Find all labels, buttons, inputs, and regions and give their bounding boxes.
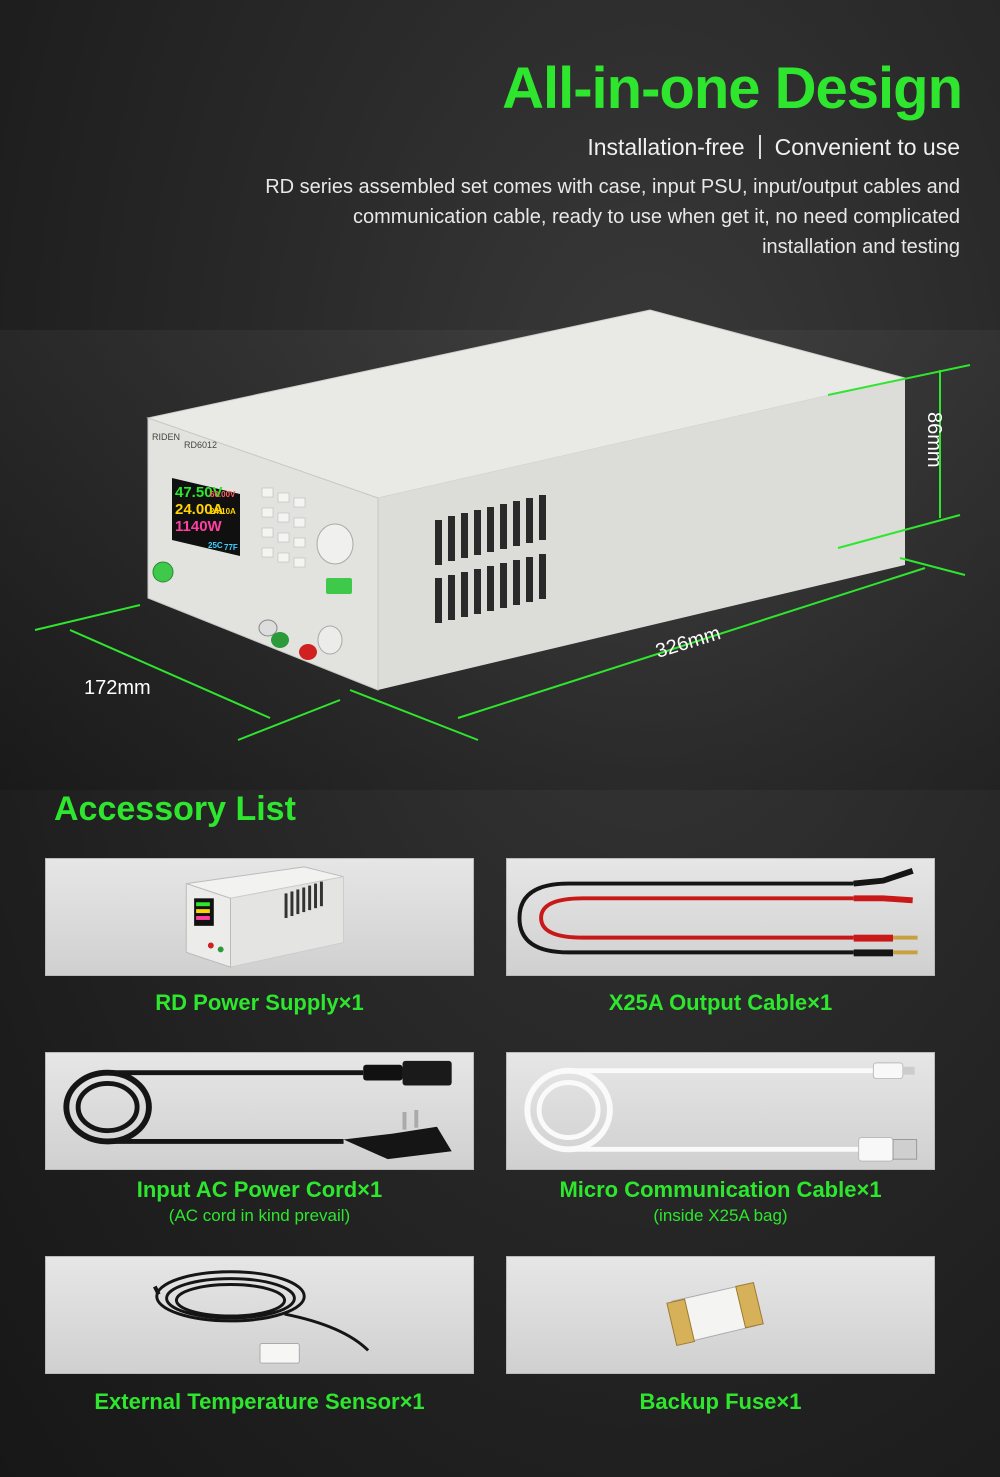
rotary-knob (316, 523, 354, 565)
dimension-lines (34, 364, 971, 741)
power-supply-image (185, 866, 345, 968)
accessory-label-6: Backup Fuse×1 (639, 1389, 802, 1414)
vent-slots (435, 495, 546, 623)
temp-sensor-image (153, 1270, 370, 1364)
lcd-screen (172, 478, 240, 556)
screen-current: 24.00A (175, 501, 224, 518)
accessory-label-5: External Temperature Sensor×1 (94, 1389, 425, 1414)
accessory-label-2: X25A Output Cable×1 (608, 990, 833, 1015)
model-label: RD6012 (184, 440, 217, 450)
dim-height-label: 86mm (923, 412, 945, 468)
output-cable-image (517, 867, 918, 957)
screen-temp-f: 77F (224, 543, 238, 552)
micro-cable-image (524, 1062, 918, 1162)
ac-cord-image (63, 1060, 452, 1160)
accessory-label-4: Micro Communication Cable×1 (559, 1177, 882, 1202)
dim-width-label: 172mm (84, 677, 151, 699)
hero-subtitle: Installation-free Convenient to use (587, 134, 960, 161)
product-illustration: 47.50V 24.00A 1140W 60.00V 24.10A 25C 77… (34, 309, 971, 741)
accessory-list-title: Accessory List (54, 790, 296, 828)
lcd-readout: 47.50V 24.00A 1140W 60.00V 24.10A 25C 77… (175, 484, 238, 552)
accessory-note-4: (inside X25A bag) (653, 1206, 788, 1225)
case-side (378, 378, 905, 690)
brand-label: RIDEN (152, 432, 180, 442)
accessory-note-3: (AC cord in kind prevail) (168, 1206, 351, 1225)
hero-description: RD series assembled set comes with case,… (265, 176, 960, 258)
screen-power: 1140W (175, 518, 223, 535)
accessory-label-3: Input AC Power Cord×1 (136, 1177, 383, 1202)
subtitle-divider (758, 135, 761, 159)
accessory-card-fuse (506, 1256, 935, 1374)
keypad (261, 487, 306, 568)
screen-set-voltage: 60.00V (210, 490, 236, 499)
accessory-card-ac-cord (45, 1052, 474, 1170)
output-terminals (258, 619, 343, 660)
accessory-card-power-supply (45, 858, 474, 976)
dim-depth-label: 326mm (653, 622, 723, 663)
accessory-label-1: RD Power Supply×1 (155, 990, 364, 1015)
power-button (152, 561, 174, 583)
screen-voltage: 47.50V (175, 484, 223, 501)
screen-set-current: 24.10A (210, 507, 236, 516)
subtitle-left: Installation-free (587, 134, 745, 160)
fuse-image (666, 1281, 764, 1347)
accessory-card-output-cable (506, 858, 935, 976)
accessory-card-micro-cable (506, 1052, 935, 1170)
screen-temp-c: 25C (208, 541, 223, 550)
accessory-card-temp-sensor (45, 1256, 474, 1374)
subtitle-right: Convenient to use (774, 134, 960, 160)
onoff-button (326, 578, 352, 594)
hero-title: All-in-one Design (502, 56, 963, 121)
